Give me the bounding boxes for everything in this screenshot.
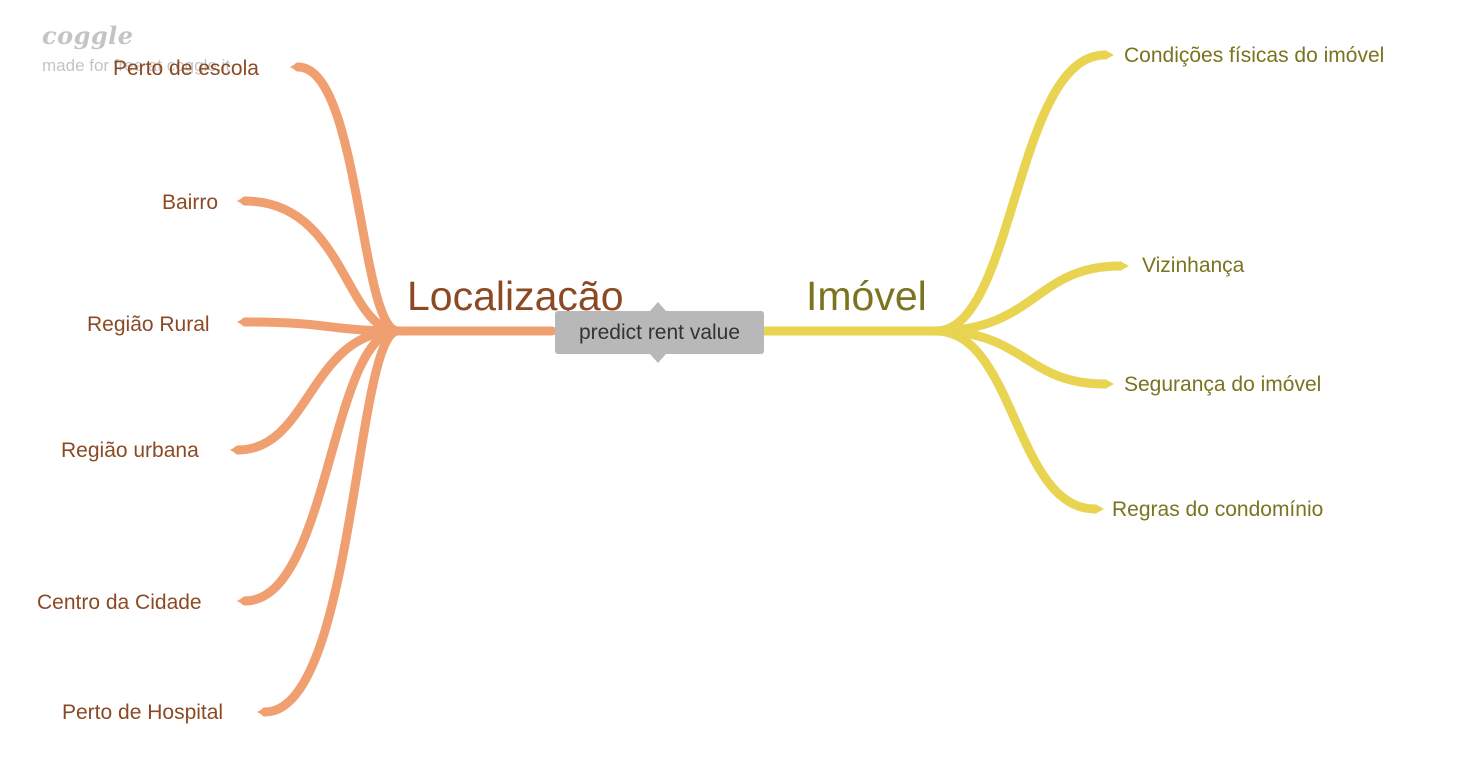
connector-perto-de-escola	[293, 62, 403, 336]
connector-vizinhanca	[931, 261, 1125, 336]
node-centro-da-cidade[interactable]: Centro da Cidade	[37, 591, 202, 614]
connector-perto-de-hospital	[260, 326, 403, 717]
node-regras-condominio[interactable]: Regras do condomínio	[1112, 498, 1324, 521]
left-connectors	[230, 62, 557, 717]
connector-perto-de-escola-tip	[290, 62, 299, 72]
connector-centro-da-cidade	[240, 326, 403, 606]
node-vizinhanca[interactable]: Vizinhança	[1142, 254, 1245, 277]
connector-regiao-rural-tip	[237, 317, 246, 327]
node-seguranca[interactable]: Segurança do imóvel	[1124, 373, 1322, 396]
node-perto-de-hospital[interactable]: Perto de Hospital	[62, 701, 224, 724]
node-condicoes-fisicas[interactable]: Condições físicas do imóvel	[1124, 44, 1385, 67]
node-imovel[interactable]: Imóvel	[806, 273, 927, 319]
connector-seguranca-tip	[1105, 379, 1114, 389]
node-localizacao[interactable]: Localização	[407, 273, 624, 319]
central-notch-top	[650, 302, 666, 311]
connector-perto-de-hospital-tip	[257, 707, 266, 717]
connector-regiao-urbana-tip	[230, 445, 239, 455]
node-regiao-urbana[interactable]: Região urbana	[61, 439, 199, 462]
connector-regras-condominio	[931, 326, 1100, 514]
connector-regras-condominio-tip	[1095, 504, 1104, 514]
connector-regiao-urbana	[233, 326, 403, 455]
connector-seguranca	[931, 326, 1110, 389]
connector-vizinhanca-tip	[1120, 261, 1129, 271]
central-node-label: predict rent value	[578, 320, 741, 344]
node-regiao-rural[interactable]: Região Rural	[87, 313, 210, 336]
right-connectors	[759, 50, 1129, 514]
connector-centro-da-cidade-tip	[237, 596, 246, 606]
connector-condicoes-fisicas-tip	[1105, 50, 1114, 60]
connector-bairro-tip	[237, 196, 246, 206]
coggle-logo: coggle	[42, 21, 134, 50]
connector-condicoes-fisicas	[931, 50, 1110, 336]
central-node[interactable]: predict rent value	[555, 311, 764, 354]
watermark-subtitle: made for free at coggle.it	[42, 56, 231, 75]
central-notch-bottom	[650, 354, 666, 363]
node-bairro[interactable]: Bairro	[162, 191, 219, 214]
connector-bairro	[240, 196, 403, 336]
coggle-watermark: coggle made for free at coggle.it	[42, 22, 230, 76]
node-perto-de-escola[interactable]: Perto de escola	[113, 57, 259, 80]
